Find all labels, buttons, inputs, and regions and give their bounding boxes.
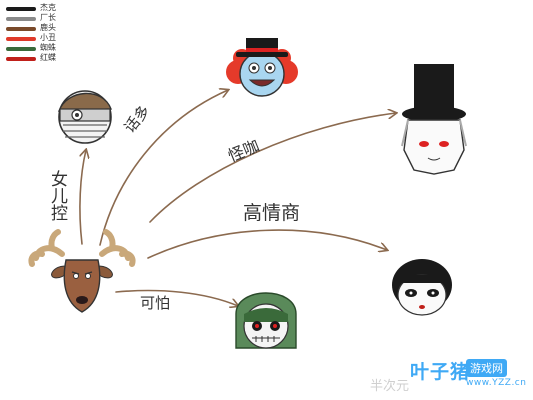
legend-item-spider: 蜘蛛 [6, 43, 76, 54]
legend-label: 蜘蛛 [40, 43, 56, 52]
legend-item-jack: 杰克 [6, 3, 76, 14]
legend-label: 厂长 [40, 13, 56, 22]
arrow-to-boy [79, 150, 86, 245]
watermark-left-text: 半次元 [370, 379, 410, 394]
legend-swatch [6, 17, 36, 21]
legend-label: 红蝶 [40, 53, 56, 62]
boy-character-icon [57, 90, 112, 144]
legend-swatch [6, 27, 36, 31]
legend-label: 鹿头 [40, 23, 56, 32]
edge-label-to-boy: 女儿控 [47, 170, 67, 221]
legend-swatch [6, 37, 36, 41]
arrow-to-spider [115, 289, 238, 306]
edge-label-to-spider: 可怕 [140, 294, 171, 312]
legend-swatch [6, 7, 36, 11]
watermark-badge: 游戏网 [466, 359, 507, 377]
legend-item-factory-owner: 厂长 [6, 13, 76, 24]
legend-swatch [6, 57, 36, 61]
legend-swatch [6, 47, 36, 51]
jack-character-icon [401, 64, 467, 175]
legend-label: 杰克 [40, 3, 56, 12]
watermark-logo: 叶子猪 [410, 361, 471, 383]
edge-label-to-butterfly: 高情商 [243, 202, 301, 224]
legend-item-deer-head: 鹿头 [6, 23, 76, 34]
legend-item-butterfly: 红蝶 [6, 53, 76, 64]
spider-character-icon [235, 292, 297, 349]
butterfly-character-icon [392, 259, 452, 316]
arrow-to-butterfly [147, 229, 387, 259]
clown-character-icon [226, 38, 298, 97]
arrow-to-jack [149, 113, 396, 223]
deer-head-character-icon [28, 229, 136, 313]
legend: 杰克 厂长 鹿头 小丑 蜘蛛 红蝶 [6, 3, 76, 64]
legend-item-clown: 小丑 [6, 33, 76, 44]
arrow-to-clown [99, 90, 228, 246]
watermark-url: www.YZZ.cn [466, 378, 527, 388]
legend-label: 小丑 [40, 33, 56, 42]
